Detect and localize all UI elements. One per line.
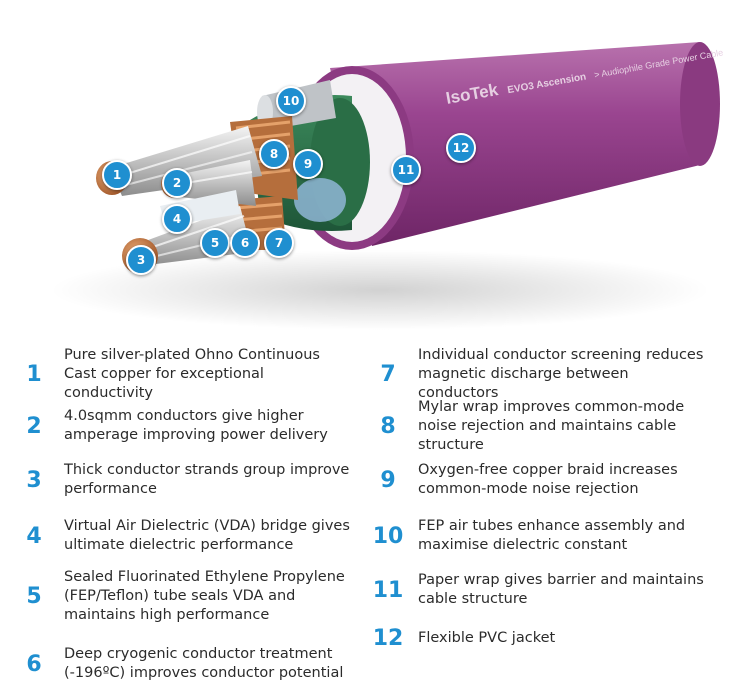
legend-text: 4.0sqmm conductors give higher amperage … — [64, 408, 328, 443]
legend-item-9: 9 Oxygen-free copper braid increases com… — [366, 456, 706, 504]
legend-text: Pure silver-plated Ohno Continuous Cast … — [64, 346, 320, 401]
callout-marker-3: 3 — [126, 245, 156, 275]
legend-item-7: 7 Individual conductor screening reduces… — [366, 346, 706, 401]
legend-text: Mylar wrap improves common-mode noise re… — [418, 398, 685, 453]
legend-text: Virtual Air Dielectric (VDA) bridge give… — [64, 518, 350, 553]
callout-marker-2: 2 — [162, 168, 192, 198]
legend-text: Individual conductor screening reduces m… — [418, 346, 704, 401]
fep-tube — [294, 178, 346, 222]
legend-number: 5 — [26, 583, 42, 609]
legend-text: Deep cryogenic conductor treatment (-196… — [64, 646, 344, 681]
callout-marker-4: 4 — [162, 204, 192, 234]
pvc-jacket — [330, 42, 711, 246]
callout-marker-7: 7 — [264, 228, 294, 258]
callout-marker-6: 6 — [230, 228, 260, 258]
legend-text: Sealed Fluorinated Ethylene Propylene (F… — [64, 568, 345, 623]
callout-marker-10: 10 — [276, 86, 306, 116]
legend-number: 2 — [26, 413, 42, 439]
legend-item-5: 5 Sealed Fluorinated Ethylene Propylene … — [12, 566, 352, 626]
callout-marker-9: 9 — [293, 149, 323, 179]
legend-item-12: 12 Flexible PVC jacket — [366, 614, 706, 662]
legend-number: 7 — [380, 361, 396, 387]
legend-number: 1 — [26, 361, 42, 387]
floor-shadow — [50, 250, 710, 330]
callout-marker-5: 5 — [200, 228, 230, 258]
callout-marker-8: 8 — [259, 139, 289, 169]
legend-item-10: 10 FEP air tubes enhance assembly and ma… — [366, 512, 706, 560]
legend-item-11: 11 Paper wrap gives barrier and maintain… — [366, 566, 706, 614]
legend-number: 8 — [380, 413, 396, 439]
legend-number: 4 — [26, 523, 42, 549]
legend-text: Flexible PVC jacket — [418, 629, 556, 646]
legend-item-6: 6 Deep cryogenic conductor treatment (-1… — [12, 640, 352, 688]
legend-item-4: 4 Virtual Air Dielectric (VDA) bridge gi… — [12, 512, 352, 560]
callout-marker-1: 1 — [102, 160, 132, 190]
legend-text: Thick conductor strands group improve pe… — [64, 462, 350, 497]
legend-text: Oxygen-free copper braid increases commo… — [418, 462, 678, 497]
legend-number: 12 — [372, 625, 404, 651]
callout-marker-12: 12 — [446, 133, 476, 163]
legend-item-2: 2 4.0sqmm conductors give higher amperag… — [12, 402, 352, 450]
legend-text: FEP air tubes enhance assembly and maxim… — [418, 518, 686, 553]
legend-text: Paper wrap gives barrier and maintains c… — [418, 572, 704, 607]
legend-number: 11 — [372, 577, 404, 603]
legend-number: 9 — [380, 467, 396, 493]
legend-item-3: 3 Thick conductor strands group improve … — [12, 456, 352, 504]
legend-number: 6 — [26, 651, 42, 677]
callout-marker-11: 11 — [391, 155, 421, 185]
legend-number: 10 — [372, 523, 404, 549]
legend-item-8: 8 Mylar wrap improves common-mode noise … — [366, 398, 706, 453]
legend-number: 3 — [26, 467, 42, 493]
jacket-end-cap — [680, 42, 720, 166]
legend-item-1: 1 Pure silver-plated Ohno Continuous Cas… — [12, 346, 352, 401]
cable-illustration: IsoTek EVO3 Ascension > Audiophile Grade… — [50, 42, 724, 330]
